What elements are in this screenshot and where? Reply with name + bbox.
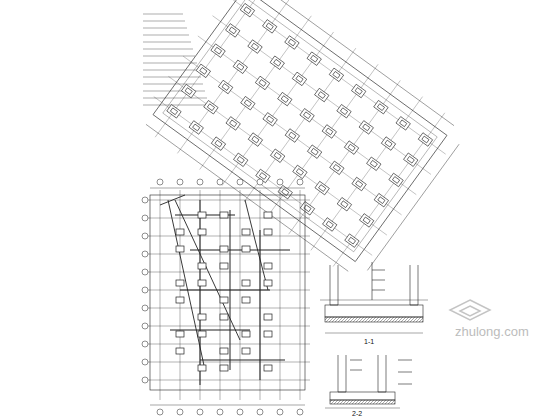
section-2-2 xyxy=(325,355,412,408)
general-notes xyxy=(143,14,209,105)
section-1-1 xyxy=(320,262,428,333)
watermark: zhulong.com xyxy=(455,325,529,338)
foundation-beam-plan xyxy=(142,179,310,415)
watermark-logo xyxy=(450,300,490,320)
pile-cap-plan xyxy=(135,0,469,284)
section-title: 1-1 xyxy=(364,338,374,345)
section-title: 2-2 xyxy=(352,410,362,417)
